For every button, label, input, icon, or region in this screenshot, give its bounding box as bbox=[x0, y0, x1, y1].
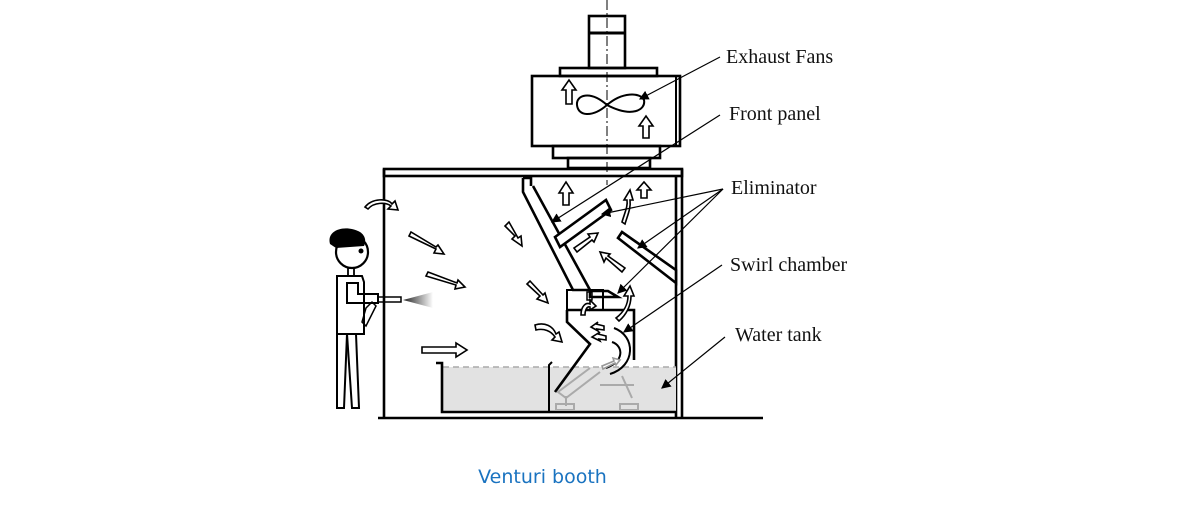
curved-arrow-icon bbox=[534, 323, 564, 344]
swirl-chamber bbox=[553, 289, 639, 411]
airflow-arrow-icon bbox=[407, 230, 446, 255]
curved-arrow-icon bbox=[363, 199, 400, 211]
airflow-arrow-icon bbox=[503, 220, 523, 248]
spray-cone bbox=[403, 292, 433, 308]
up-arrow-icon bbox=[557, 180, 575, 206]
label-water-tank: Water tank bbox=[735, 324, 822, 346]
eliminator-blades bbox=[553, 198, 678, 299]
fan-housing bbox=[530, 74, 682, 148]
airflow-arrow-icon bbox=[589, 321, 605, 334]
airflow-arrow-icon bbox=[421, 341, 469, 359]
airflow-arrow-icon bbox=[614, 284, 636, 323]
up-arrow-icon bbox=[637, 114, 655, 139]
airflow-arrow-icon bbox=[525, 279, 550, 305]
operator-figure bbox=[329, 228, 433, 409]
figure-caption: Venturi booth bbox=[478, 466, 607, 488]
airflow-arrow-icon bbox=[424, 270, 467, 291]
curved-arrow-icon bbox=[580, 298, 598, 316]
label-swirl-chamber: Swirl chamber bbox=[730, 254, 848, 276]
fan-icon bbox=[576, 93, 646, 115]
fan-base bbox=[566, 156, 652, 170]
label-front-panel: Front panel bbox=[729, 103, 821, 125]
airflow-arrow-icon bbox=[590, 331, 607, 343]
exhaust-fan-unit bbox=[530, 0, 682, 185]
label-eliminator: Eliminator bbox=[731, 177, 817, 199]
airflow-arrow-icon bbox=[572, 232, 600, 254]
airflow-arrow-icon bbox=[598, 250, 627, 274]
up-arrow-icon bbox=[635, 180, 653, 199]
up-arrow-icon bbox=[560, 78, 578, 105]
label-exhaust-fans: Exhaust Fans bbox=[726, 46, 834, 68]
airflow-arrows bbox=[363, 180, 653, 371]
airflow-arrow-icon bbox=[601, 356, 622, 371]
leader-lines bbox=[550, 56, 726, 389]
airflow-arrow-icon bbox=[621, 188, 635, 226]
